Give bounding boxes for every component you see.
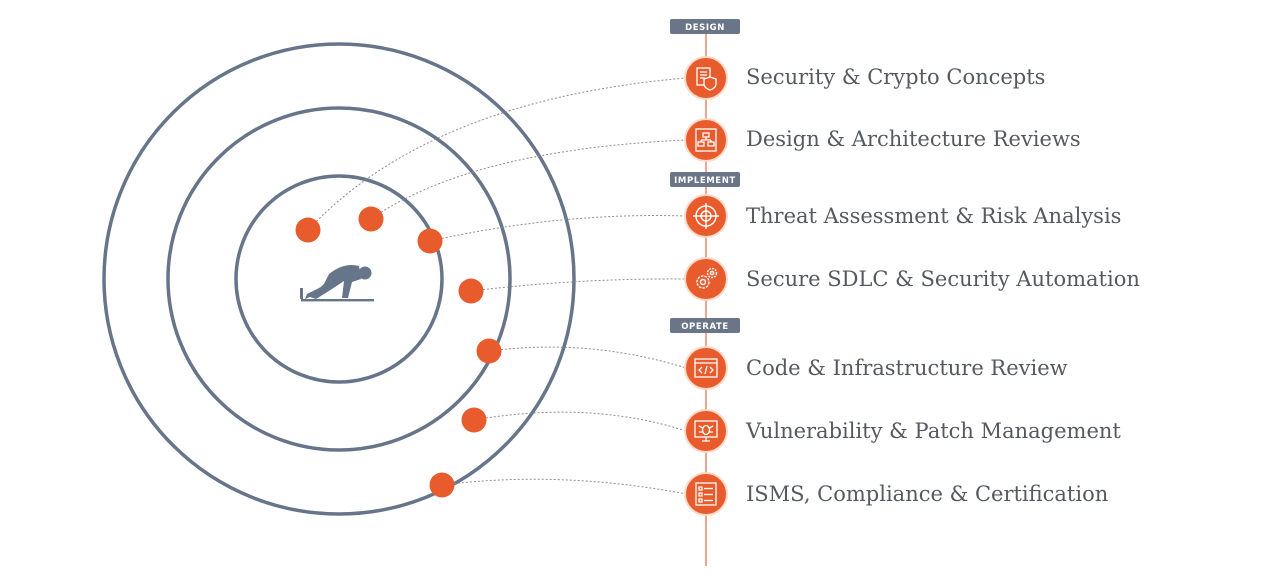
item-badge-design-architecture[interactable] [684, 118, 728, 162]
connector-isms-compliance [441, 478, 687, 495]
phase-tag-design-label: DESIGN [685, 23, 725, 33]
connector-design-architecture [370, 139, 687, 220]
connector-vulnerability [473, 411, 687, 432]
target-rings [102, 42, 576, 516]
item-label-design-architecture[interactable]: Design & Architecture Reviews [746, 127, 1081, 151]
item-label-secure-sdlc[interactable]: Secure SDLC & Security Automation [746, 267, 1140, 291]
connector-lines [307, 77, 687, 495]
ring-dot-secure-sdlc[interactable] [458, 278, 484, 304]
item-labels: Security & Crypto Concepts Design & Arch… [745, 65, 1140, 506]
item-label-security-crypto[interactable]: Security & Crypto Concepts [746, 65, 1045, 89]
monitor-bug-icon [694, 420, 718, 442]
connector-code-review [488, 346, 687, 369]
item-badge-security-crypto[interactable] [684, 56, 728, 100]
ring-dot-vulnerability[interactable] [461, 407, 487, 433]
connector-threat-assessment [429, 215, 687, 242]
item-badges [684, 56, 728, 516]
phase-tag-operate: OPERATE [670, 318, 740, 333]
phase-tag-operate-label: OPERATE [681, 322, 729, 332]
item-badge-isms-compliance[interactable] [684, 472, 728, 516]
ring-dot-security-crypto[interactable] [295, 217, 321, 243]
item-badge-vulnerability[interactable] [684, 409, 728, 453]
middle-ring [166, 106, 512, 452]
item-label-threat-assessment[interactable]: Threat Assessment & Risk Analysis [746, 204, 1121, 228]
crosshair-target-icon [693, 203, 719, 229]
checklist-icon [695, 482, 717, 506]
document-shield-icon [696, 67, 717, 91]
phase-tag-implement-label: IMPLEMENT [674, 176, 736, 186]
ring-dots [295, 206, 502, 498]
item-badge-secure-sdlc[interactable] [684, 257, 728, 301]
item-label-code-review[interactable]: Code & Infrastructure Review [746, 356, 1068, 380]
crouching-runner-icon [300, 265, 374, 302]
code-window-icon [694, 358, 718, 378]
ring-dot-threat-assessment[interactable] [417, 228, 443, 254]
gears-icon [696, 267, 718, 289]
phase-tag-design: DESIGN [670, 19, 740, 34]
architecture-diagram-icon [695, 128, 717, 152]
ring-dot-code-review[interactable] [476, 338, 502, 364]
item-badge-threat-assessment[interactable] [684, 194, 728, 238]
item-label-isms-compliance[interactable]: ISMS, Compliance & Certification [746, 482, 1108, 506]
inner-ring [234, 174, 444, 384]
outer-ring [102, 42, 576, 516]
phase-tag-implement: IMPLEMENT [670, 172, 740, 187]
connector-security-crypto [307, 77, 687, 231]
ring-dot-design-architecture[interactable] [358, 206, 384, 232]
item-badge-code-review[interactable] [684, 346, 728, 390]
ring-dot-isms-compliance[interactable] [429, 472, 455, 498]
connector-secure-sdlc [470, 278, 687, 292]
item-label-vulnerability[interactable]: Vulnerability & Patch Management [745, 419, 1121, 443]
